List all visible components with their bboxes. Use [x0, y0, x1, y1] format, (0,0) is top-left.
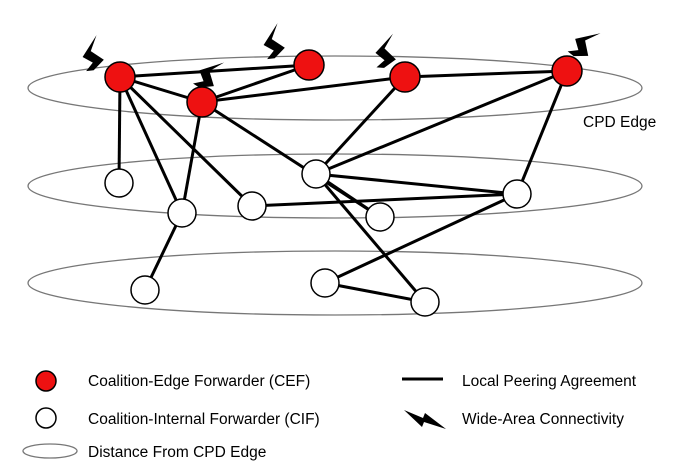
- peering-link-cef4-cef5: [404, 69, 568, 79]
- peering-link-cef5-cif6: [515, 70, 569, 195]
- wide-area-bolt-cef5: [567, 33, 601, 57]
- legend-icons: [22, 370, 446, 459]
- peering-links: [117, 63, 569, 304]
- legend-cef-icon: [35, 370, 57, 392]
- legend-bolt-icon: [404, 410, 446, 429]
- distance-layer-1: [27, 55, 643, 121]
- cpd-edge-label: CPD Edge: [583, 114, 657, 131]
- peering-link-cif6-cif3: [251, 192, 518, 208]
- peering-link-cef5-cif5: [315, 69, 568, 176]
- legend-label-cef: Coalition-Edge Forwarder (CEF): [88, 373, 311, 390]
- wide-area-bolt-cef2: [263, 23, 285, 60]
- cif-node-cif8: [130, 275, 160, 305]
- wide-area-bolt-cef4: [375, 33, 396, 68]
- legend-label-distance: Distance From CPD Edge: [88, 444, 267, 461]
- cef-node-cef1: [104, 61, 136, 93]
- peering-link-cif6-cif9: [324, 192, 518, 285]
- legend-label-cif: Coalition-Internal Forwarder (CIF): [88, 411, 320, 428]
- cif-node-cif6: [502, 179, 532, 209]
- cef-node-cef2: [293, 49, 325, 81]
- peering-link-cef1-cif1: [117, 76, 122, 184]
- cif-node-cif4: [365, 202, 395, 232]
- distance-layer-3: [27, 250, 643, 316]
- cef-node-cef4: [389, 61, 421, 93]
- cif-node-cif1: [104, 168, 134, 198]
- wide-area-bolt-cef3: [193, 62, 225, 88]
- peering-link-cef3-cef4: [201, 75, 406, 104]
- peering-link-cef1-cef2: [119, 63, 310, 79]
- legend-label-wide-area: Wide-Area Connectivity: [462, 411, 624, 428]
- cif-node-cif2: [167, 198, 197, 228]
- peering-link-cef3-cif2: [180, 101, 204, 214]
- legend-cif-icon: [35, 407, 57, 429]
- cif-node-cif7: [410, 287, 440, 317]
- peering-link-cef4-cif5: [314, 75, 407, 176]
- peering-link-cif7-cif9: [324, 281, 426, 304]
- cef-node-cef3: [186, 86, 218, 118]
- cif-node-cif5: [301, 159, 331, 189]
- cef-node-cef5: [551, 55, 583, 87]
- peering-link-cif5-cif7: [314, 173, 427, 303]
- peering-link-cef1-cif2: [118, 76, 184, 214]
- forwarder-nodes: [104, 49, 583, 317]
- cif-node-cif9: [310, 268, 340, 298]
- peering-link-cif5-cif6: [315, 172, 518, 196]
- cif-node-cif3: [237, 191, 267, 221]
- legend-label-peering: Local Peering Agreement: [462, 373, 637, 390]
- wide-area-bolt-cef1: [82, 35, 104, 72]
- peering-link-cef1-cif3: [118, 75, 254, 208]
- legend-layer-icon: [22, 443, 78, 459]
- peering-link-cef3-cef2: [201, 63, 310, 104]
- wide-area-bolts: [82, 23, 601, 88]
